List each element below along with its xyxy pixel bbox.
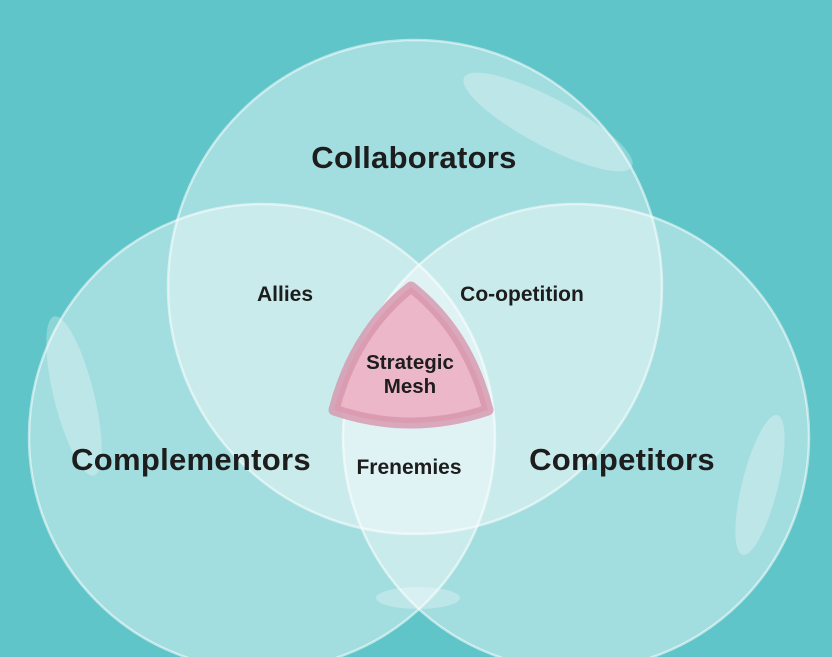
gloss-highlight-left-circle <box>46 316 102 476</box>
circle-competitors <box>341 202 811 657</box>
label-collaborators: Collaborators <box>311 140 516 175</box>
gloss-highlight-right-circle <box>735 415 785 555</box>
gloss-highlight-bottom-lens <box>376 587 460 609</box>
label-allies: Allies <box>257 283 313 306</box>
label-competitors: Competitors <box>529 442 715 477</box>
label-frenemies: Frenemies <box>356 456 461 479</box>
label-co-opetition: Co-opetition <box>460 283 584 306</box>
label-strategic-mesh-line1: Strategic <box>366 351 454 374</box>
label-complementors: Complementors <box>71 442 311 477</box>
strategic-mesh-region <box>328 281 494 429</box>
diagram-labels: Collaborators Allies Co-opetition Strate… <box>71 140 715 479</box>
label-strategic-mesh-line2: Mesh <box>384 375 436 398</box>
gloss-highlights <box>46 72 785 609</box>
gloss-highlight-top-circle <box>463 72 633 172</box>
